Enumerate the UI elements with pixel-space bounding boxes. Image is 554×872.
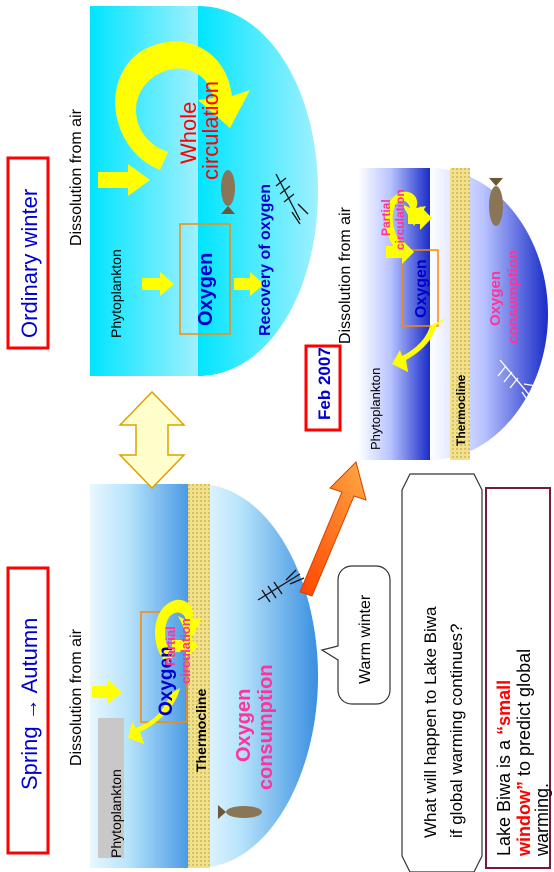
label-partial-a: Partial [163, 626, 178, 666]
partial-circulation-arrow [155, 599, 202, 662]
label-consumption2-c: consumption [505, 250, 522, 344]
panel-feb-2007: Phytoplankton Oxygen Dissolution from ai… [337, 168, 548, 460]
window-line-1: Lake Biwa is a “small [494, 680, 514, 856]
phytoplankton-box [98, 718, 124, 858]
window-line-3: warming. [532, 783, 552, 857]
insect-icon-c [497, 359, 537, 405]
title-box-feb-2007 [304, 344, 342, 432]
label-dissolution-b: Dissolution from air [68, 108, 85, 246]
label-consumption1-c: Oxygen [487, 271, 504, 326]
label-whole-b: Whole [176, 102, 201, 164]
label-recovery-b: Recovery of oxygen [257, 184, 274, 336]
window-line-2: window” to predict global [514, 649, 534, 857]
insect-icon-b [275, 173, 309, 225]
compare-double-arrow [118, 390, 186, 490]
label-phytoplankton-b: Phytoplankton [108, 249, 124, 338]
oxygen-box-b [179, 223, 231, 335]
window-part-3: window” [514, 781, 534, 857]
label-oxygen-c: Oxygen [413, 259, 430, 318]
label-dissolution-a: Dissolution from air [68, 628, 85, 766]
label-circulation-c: circulation [393, 189, 407, 250]
label-dissolution-c: Dissolution from air [337, 206, 354, 344]
window-part-2: “small [494, 680, 514, 735]
window-part-1: Lake Biwa is a [494, 739, 514, 856]
oxygen-arrow [172, 634, 198, 658]
question-line-2: if global warming continues? [447, 623, 466, 838]
label-phytoplankton-a: Phytoplankton [108, 769, 124, 858]
thermocline-band [188, 484, 210, 868]
air-arrow-b [98, 164, 150, 196]
partial-circulation-arrow-c [385, 191, 426, 250]
warm-winter-bubble: Warm winter [320, 565, 391, 705]
fish-icon [218, 805, 262, 819]
title-spring-autumn: Spring → Autumn [17, 618, 42, 790]
label-thermocline-a: Thermocline [193, 689, 209, 772]
fish-icon-c [489, 178, 503, 226]
air-arrow [92, 680, 122, 704]
warm-winter-arrow [299, 461, 367, 597]
label-phytoplankton-c: Phytoplankton [368, 368, 383, 450]
label-oxygen-b: Oxygen [195, 253, 217, 326]
label-thermocline-c: Thermocline [454, 374, 468, 446]
question-line-1: What will happen to Lake Biwa [421, 606, 440, 838]
title-box-ordinary-winter [6, 156, 50, 350]
phyto-arrow [128, 688, 180, 744]
phyto-arrow-c [392, 318, 446, 372]
label-warm-winter: Warm winter [357, 594, 374, 684]
phyto-arrow-b [142, 272, 174, 296]
label-consumption2-a: consumption [255, 664, 277, 790]
whole-circulation-arrow [115, 41, 250, 171]
title-ordinary-winter: Ordinary winter [17, 189, 42, 338]
label-circulation-a: circulation [178, 618, 193, 684]
title-box-spring-autumn [6, 566, 50, 855]
title-feb-2007: Feb 2007 [315, 347, 334, 420]
oxygen-box-c [401, 249, 439, 327]
window-part-4: to predict global [514, 649, 534, 776]
panel-ordinary-winter: Phytoplankton Oxygen Dissolution from ai… [68, 6, 318, 376]
label-circulation-b: circulation [198, 81, 223, 180]
small-window-box: Lake Biwa is a “small window” to predict… [485, 487, 552, 869]
air-arrow-c [386, 240, 414, 264]
oxygen-arrow-b [234, 272, 264, 296]
panel-spring-autumn: Phytoplankton Oxygen Dissolution from ai… [68, 484, 318, 868]
question-box: What will happen to Lake Biwa if global … [401, 473, 483, 872]
insect-icon [257, 569, 305, 603]
thermocline-band-c [450, 168, 470, 460]
label-oxygen-a: Oxygen [156, 646, 177, 716]
fish-icon-b [221, 170, 235, 214]
label-partial-c: Partial [379, 199, 393, 236]
label-consumption1-a: Oxygen [233, 689, 255, 762]
